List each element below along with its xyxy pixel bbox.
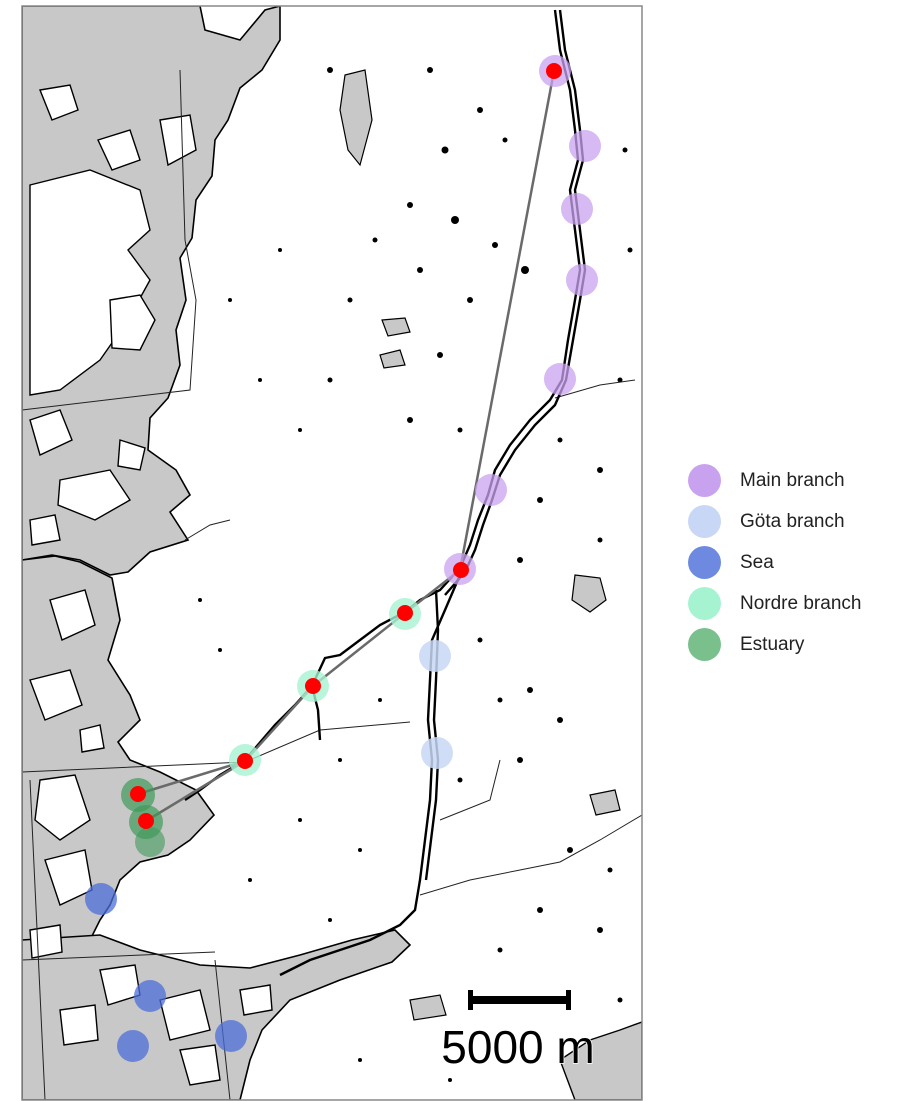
scale-bar: 5000 m xyxy=(441,990,595,1074)
site-main-4[interactable] xyxy=(566,264,598,296)
red-marker[interactable] xyxy=(546,63,562,79)
red-marker[interactable] xyxy=(453,562,469,578)
legend-label-estuary: Estuary xyxy=(740,633,805,655)
red-marker[interactable] xyxy=(305,678,321,694)
legend-label-nordre: Nordre branch xyxy=(740,592,862,614)
legend-swatch-estuary xyxy=(688,628,721,661)
archipelago-water-east xyxy=(559,1021,642,1100)
legend-swatch-main xyxy=(688,464,721,497)
small-lakes xyxy=(198,67,633,1082)
legend-swatch-gota xyxy=(688,505,721,538)
red-marker[interactable] xyxy=(130,786,146,802)
legend-label-sea: Sea xyxy=(740,551,774,573)
site-sea-4[interactable] xyxy=(215,1020,247,1052)
site-gota-2[interactable] xyxy=(421,737,453,769)
islands xyxy=(29,84,273,1086)
scale-bar-label: 5000 m xyxy=(441,1021,594,1073)
red-marker[interactable] xyxy=(138,813,154,829)
site-sea-3[interactable] xyxy=(117,1030,149,1062)
site-sea-1[interactable] xyxy=(85,883,117,915)
legend: Main branch Göta branch Sea Nordre branc… xyxy=(688,460,861,665)
lakes xyxy=(339,69,621,1021)
legend-item-nordre[interactable]: Nordre branch xyxy=(688,583,861,624)
legend-item-gota[interactable]: Göta branch xyxy=(688,501,861,542)
site-main-6[interactable] xyxy=(475,474,507,506)
archipelago-water-north xyxy=(22,6,281,576)
red-site-markers xyxy=(130,63,562,829)
site-main-5[interactable] xyxy=(544,363,576,395)
legend-item-estuary[interactable]: Estuary xyxy=(688,624,861,665)
site-sea-2[interactable] xyxy=(134,980,166,1012)
legend-item-sea[interactable]: Sea xyxy=(688,542,861,583)
site-estuary-3[interactable] xyxy=(135,827,165,857)
red-marker[interactable] xyxy=(397,605,413,621)
legend-label-gota: Göta branch xyxy=(740,510,845,532)
legend-item-main[interactable]: Main branch xyxy=(688,460,861,501)
legend-swatch-sea xyxy=(688,546,721,579)
legend-label-main: Main branch xyxy=(740,469,845,491)
legend-swatch-nordre xyxy=(688,587,721,620)
site-gota-1[interactable] xyxy=(419,640,451,672)
map-border xyxy=(21,5,643,1101)
site-main-3[interactable] xyxy=(561,193,593,225)
red-marker[interactable] xyxy=(237,753,253,769)
site-main-2[interactable] xyxy=(569,130,601,162)
